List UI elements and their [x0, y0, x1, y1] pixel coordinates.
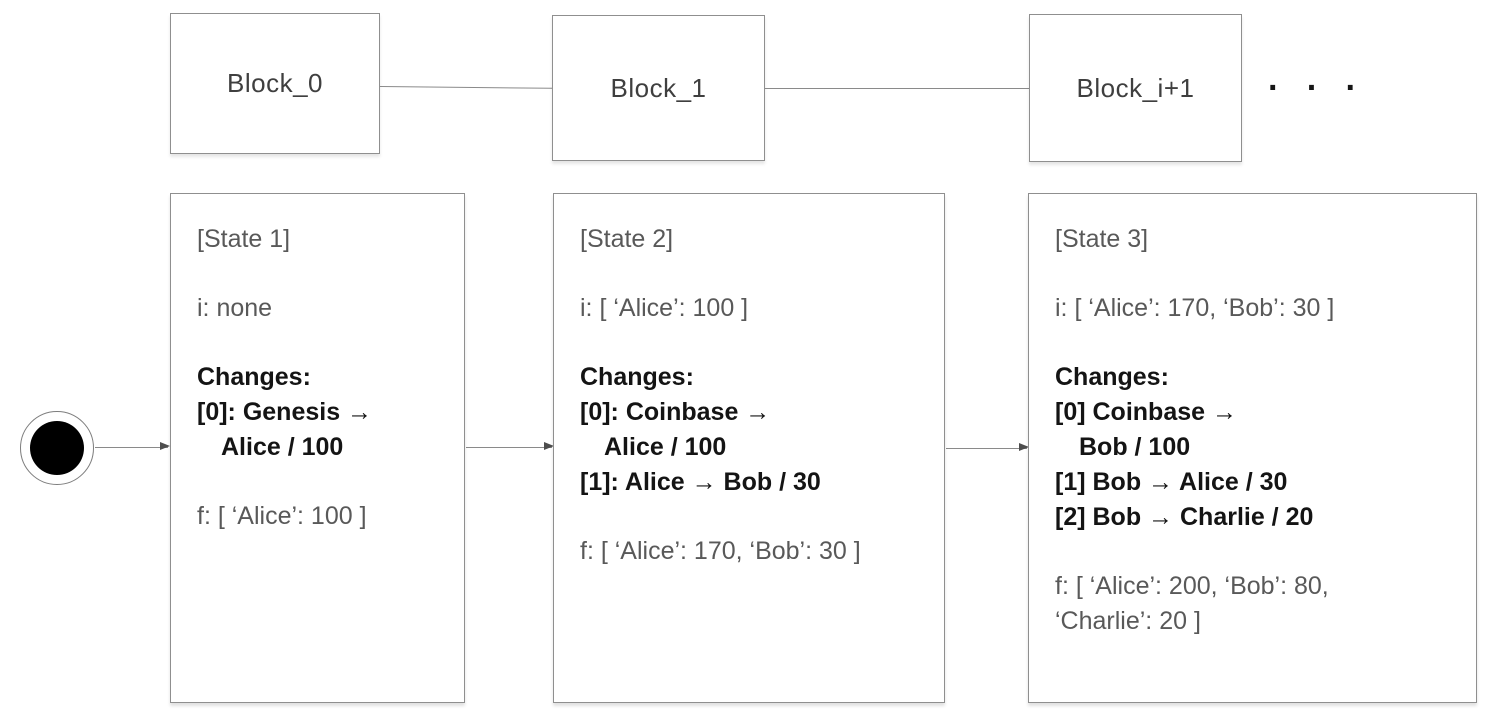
chain-link-line-1-i — [765, 88, 1029, 89]
state-text-line: [0] Coinbase → — [1055, 398, 1237, 426]
state-text-line: Alice / 100 — [604, 433, 727, 461]
state-text-line: [1]: Alice → Bob / 30 — [580, 468, 821, 496]
transition-arrow-start-to-state1 — [95, 442, 170, 451]
state-text-line: Changes: — [1055, 363, 1169, 391]
state-3-content: [State 3] i: [ ‘Alice’: 170, ‘Bob’: 30 ] C… — [1055, 222, 1462, 639]
state-text-line: [2] Bob → Charlie / 20 — [1055, 503, 1314, 531]
block-1-label: Block_1 — [610, 72, 707, 103]
state-text-line: Bob / 100 — [1079, 433, 1191, 461]
state-text-line: i: [ ‘Alice’: 100 ] — [580, 294, 749, 322]
initial-state-icon — [20, 411, 94, 485]
block-node-1: Block_1 — [552, 15, 765, 161]
state-text-line: [State 2] — [580, 225, 674, 253]
block-0-label: Block_0 — [227, 68, 323, 98]
state-line-gap — [197, 257, 450, 291]
state-text-line: [State 3] — [1055, 225, 1149, 253]
state-line-gap — [580, 326, 930, 360]
state-box-3: [State 3] i: [ ‘Alice’: 170, ‘Bob’: 30 ] C… — [1028, 193, 1477, 703]
state-2-content: [State 2] i: [ ‘Alice’: 100 ] Changes: [0]:… — [580, 222, 930, 569]
state-text-line: Changes: — [580, 363, 694, 391]
state-line-gap — [580, 500, 930, 534]
state-line-gap — [1055, 257, 1462, 291]
state-text-line: f: [ ‘Alice’: 170, ‘Bob’: 30 ] — [580, 537, 861, 565]
chain-link-line-0-1 — [379, 86, 552, 89]
transition-arrow-state1-to-state2 — [466, 442, 554, 451]
state-text-line: Changes: — [197, 363, 311, 391]
state-text-line: [State 1] — [197, 225, 291, 253]
state-text-line: i: none — [197, 294, 273, 322]
transition-arrow-state2-to-state3 — [946, 443, 1029, 452]
initial-state-inner-dot — [30, 421, 84, 475]
state-text-line: Alice / 100 — [221, 433, 344, 461]
state-text-line: [0]: Coinbase → — [580, 398, 771, 426]
state-text-line: [1] Bob → Alice / 30 — [1055, 468, 1288, 496]
state-text-line: f: [ ‘Alice’: 200, ‘Bob’: 80, — [1055, 572, 1329, 600]
block-node-i-plus-1: Block_i+1 — [1029, 14, 1242, 162]
block-node-0: Block_0 — [170, 13, 380, 154]
state-text-line: [0]: Genesis → — [197, 398, 373, 426]
state-line-gap — [197, 465, 450, 499]
ellipsis-dots-icon: · · · — [1268, 69, 1366, 107]
state-box-2: [State 2] i: [ ‘Alice’: 100 ] Changes: [0]:… — [553, 193, 945, 703]
state-text-line: f: [ ‘Alice’: 100 ] — [197, 502, 367, 530]
block-i-plus-1-label: Block_i+1 — [1076, 72, 1195, 103]
state-line-gap — [580, 257, 930, 291]
state-line-gap — [1055, 535, 1462, 569]
state-text-line: i: [ ‘Alice’: 170, ‘Bob’: 30 ] — [1055, 294, 1335, 322]
state-line-gap — [197, 326, 450, 360]
state-line-gap — [1055, 326, 1462, 360]
state-text-line: ‘Charlie’: 20 ] — [1055, 607, 1201, 635]
